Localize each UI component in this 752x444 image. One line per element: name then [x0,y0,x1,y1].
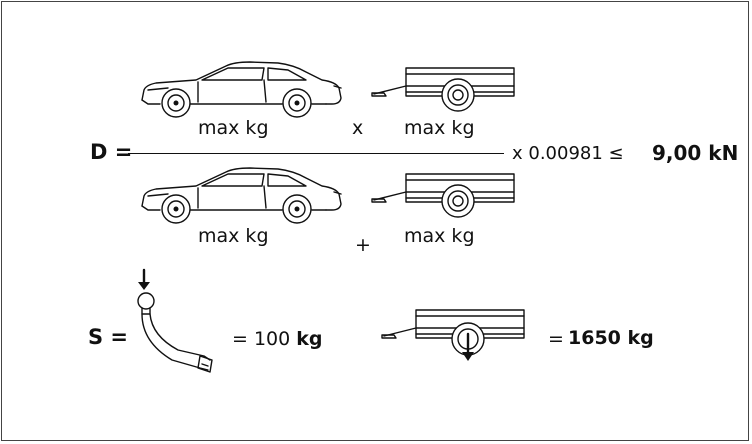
trailer-icon [371,173,515,218]
multiply-sign: x [352,117,364,139]
factor-text: x 0.00981 ≤ [512,143,624,164]
d-symbol: D = [90,140,133,164]
fraction-line [128,153,504,154]
s-symbol: S = [88,325,129,349]
car-icon [141,167,342,224]
trailer-max-kg-bottom: max kg [404,225,475,247]
trailer-equals: = [548,328,564,350]
trailer-value: 1650 kg [568,327,654,349]
car-max-kg-top: max kg [198,117,269,139]
plus-sign: + [355,234,371,256]
down-arrow-icon [138,268,150,290]
towbar-equals: = 100 kg [232,328,323,350]
trailer-icon [381,309,525,361]
towbar-unit: kg [296,328,323,350]
car-max-kg-bottom: max kg [198,225,269,247]
trailer-icon [371,67,515,112]
trailer-max-kg-top: max kg [404,117,475,139]
down-arrow-icon [462,332,474,361]
d-result: 9,00 kN [652,141,739,165]
car-icon [141,61,342,118]
towbar-icon [137,268,213,373]
